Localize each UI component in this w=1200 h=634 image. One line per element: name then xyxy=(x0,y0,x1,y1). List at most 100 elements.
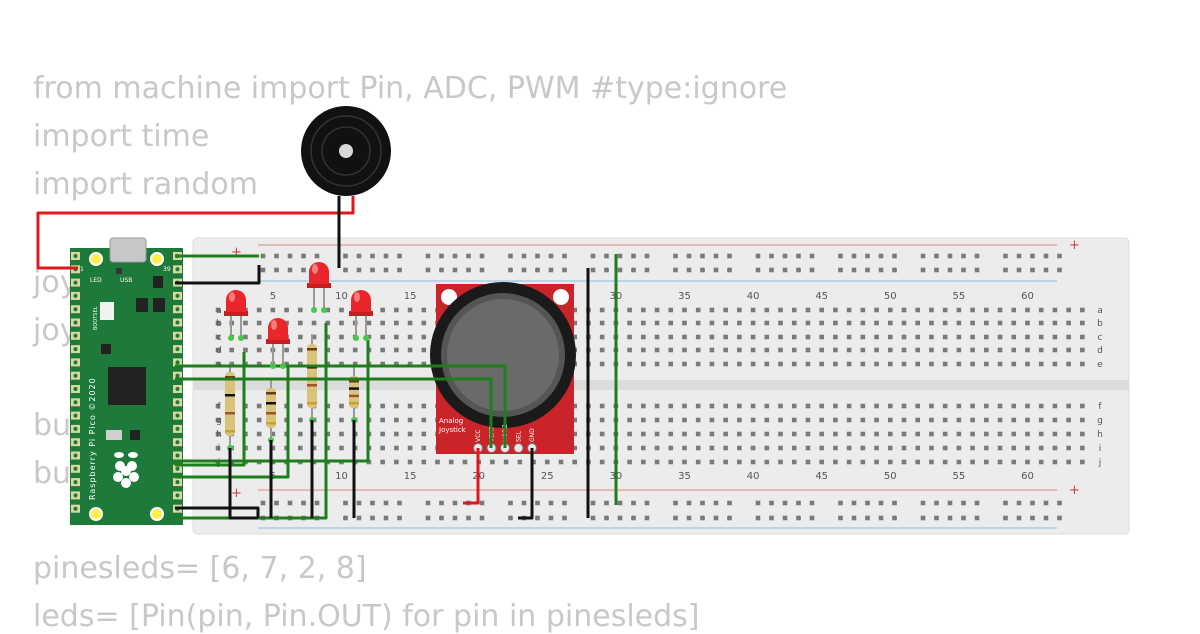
rail-hole xyxy=(851,253,857,259)
bootsel-button xyxy=(100,302,114,320)
rail-hole xyxy=(947,515,953,521)
rail-hole xyxy=(1016,500,1022,506)
breadboard-hole xyxy=(805,417,811,423)
rail-hole xyxy=(548,253,554,259)
breadboard-hole xyxy=(421,431,427,437)
rail-hole xyxy=(892,253,897,259)
breadboard-hole xyxy=(462,459,468,465)
breadboard-hole xyxy=(764,445,770,451)
breadboard-hole xyxy=(517,459,523,465)
breadboard-hole xyxy=(846,417,852,423)
breadboard-hole xyxy=(627,417,632,423)
breadboard-hole xyxy=(325,307,331,313)
breadboard-hole xyxy=(942,334,948,340)
breadboard-hole xyxy=(1080,307,1085,313)
breadboard-hole xyxy=(682,361,687,367)
column-number: 15 xyxy=(404,471,417,482)
breadboard-hole xyxy=(421,417,427,423)
breadboard-hole xyxy=(1066,307,1071,313)
breadboard-hole xyxy=(737,431,742,437)
breadboard-hole xyxy=(860,445,866,451)
breadboard-hole xyxy=(887,307,893,313)
breadboard-hole xyxy=(805,459,811,465)
breadboard-hole xyxy=(311,334,317,340)
breadboard-hole xyxy=(421,320,427,326)
rail-hole xyxy=(439,500,444,506)
rail-hole xyxy=(383,267,389,273)
breadboard-hole xyxy=(846,307,852,313)
breadboard-hole xyxy=(256,431,262,437)
breadboard-hole xyxy=(942,431,948,437)
breadboard-center-channel xyxy=(193,380,1129,390)
pico-pin-hole xyxy=(175,307,180,312)
rail-hole xyxy=(562,515,567,521)
breadboard-hole xyxy=(984,320,989,326)
breadboard-hole xyxy=(970,417,975,423)
rail-hole xyxy=(713,267,719,273)
rail-hole xyxy=(673,267,678,273)
breadboard-hole xyxy=(750,361,756,367)
resistor-band xyxy=(225,412,235,415)
connection-dot xyxy=(238,335,244,341)
breadboard-hole xyxy=(997,431,1003,437)
breadboard-hole xyxy=(929,403,934,409)
rail-hole xyxy=(865,500,870,506)
breadboard-hole xyxy=(970,334,975,340)
breadboard-hole xyxy=(887,431,893,437)
breadboard-hole xyxy=(380,307,385,313)
rail-hole xyxy=(892,267,897,273)
rail-hole xyxy=(1043,515,1049,521)
breadboard-hole xyxy=(833,445,838,451)
breadboard-hole xyxy=(682,320,687,326)
breadboard-hole xyxy=(819,445,824,451)
breadboard-hole xyxy=(352,347,358,353)
breadboard-hole xyxy=(394,361,399,367)
rail-hole xyxy=(274,267,279,273)
wire xyxy=(175,352,246,467)
breadboard-hole xyxy=(215,445,221,451)
breadboard-hole xyxy=(997,307,1003,313)
breadboard-hole xyxy=(929,361,934,367)
breadboard-hole xyxy=(1052,334,1058,340)
breadboard-hole xyxy=(380,459,385,465)
pico-pin-hole xyxy=(175,373,180,378)
breadboard-hole xyxy=(887,334,893,340)
breadboard-hole xyxy=(942,403,948,409)
breadboard-hole xyxy=(325,347,331,353)
rail-plus-label: + xyxy=(231,486,242,501)
breadboard-hole xyxy=(407,307,413,313)
rail-hole xyxy=(686,500,692,506)
rail-hole xyxy=(1003,253,1008,259)
breadboard-hole xyxy=(352,361,358,367)
breadboard-hole xyxy=(723,417,728,423)
breadboard-hole xyxy=(298,334,303,340)
breadboard-hole xyxy=(1011,361,1017,367)
pico-pin-hole xyxy=(175,333,180,338)
rail-hole xyxy=(425,500,431,506)
rail-hole xyxy=(1030,515,1035,521)
breadboard-hole xyxy=(860,307,866,313)
breadboard-hole xyxy=(243,347,248,353)
breadboard-hole xyxy=(325,403,331,409)
rail-hole xyxy=(590,500,596,506)
breadboard-hole xyxy=(984,347,989,353)
breadboard-hole xyxy=(778,361,783,367)
rail-hole xyxy=(713,500,719,506)
breadboard-hole xyxy=(627,320,632,326)
breadboard-hole xyxy=(819,334,824,340)
column-number: 45 xyxy=(815,471,828,482)
breadboard-hole xyxy=(1052,361,1058,367)
breadboard-hole xyxy=(942,347,948,353)
pico-pin-hole xyxy=(175,347,180,352)
breadboard-hole xyxy=(380,417,385,423)
column-number: 55 xyxy=(953,291,966,302)
breadboard-hole xyxy=(627,307,632,313)
rail-hole xyxy=(604,253,609,259)
breadboard-hole xyxy=(641,431,646,437)
breadboard-hole xyxy=(339,361,344,367)
rail-hole xyxy=(713,253,719,259)
rail-hole xyxy=(452,253,458,259)
breadboard-hole xyxy=(887,403,893,409)
breadboard-hole xyxy=(654,431,660,437)
pico-pin-hole xyxy=(175,387,180,391)
